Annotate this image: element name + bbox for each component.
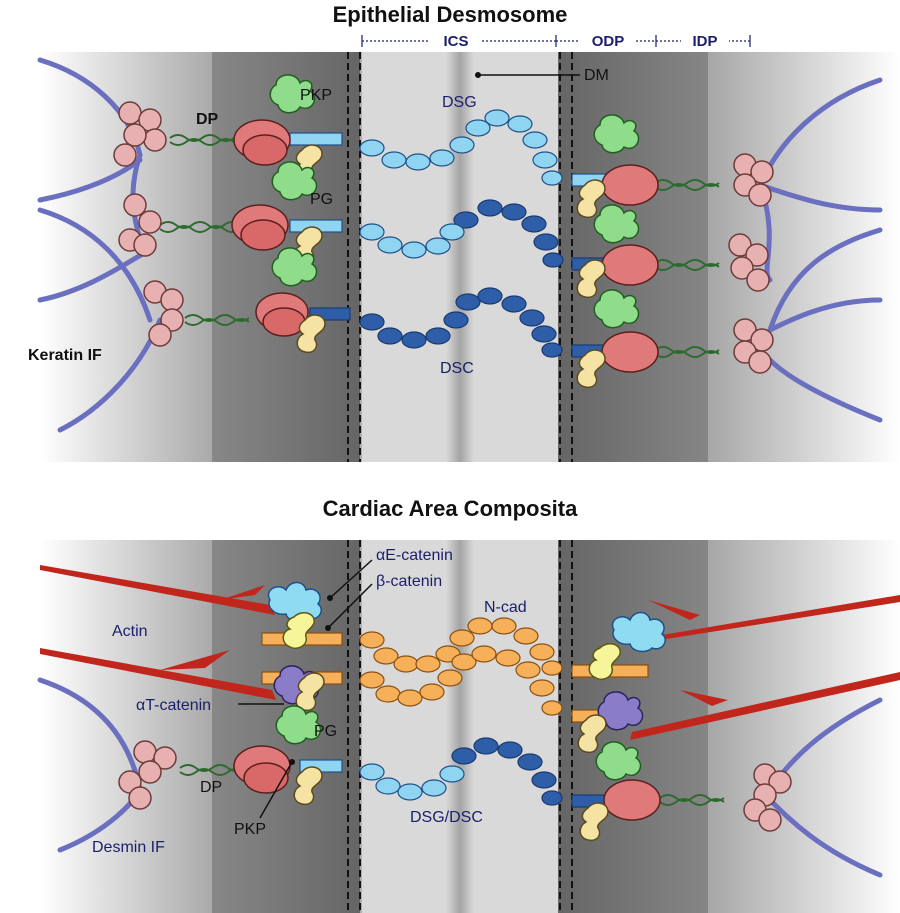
bottom-title: Cardiac Area Composita [323,496,578,521]
keratin-if-label: Keratin IF [28,347,102,364]
leader-lines [238,559,373,819]
dp-label-bottom: DP [200,779,222,796]
dsg-label: DSG [442,94,477,111]
dsc-chain-1 [453,199,564,268]
dp-rods-right [654,179,720,358]
zone-odp-label: ODP [592,33,625,50]
top-dense-midline [446,52,474,462]
zone-ics-label: ICS [443,33,468,50]
bottom-panel: Cardiac Area Composita αE-catenin β-cate… [37,496,900,913]
dsg-cyto-tail [289,132,343,146]
plaque-left-low [255,292,351,354]
ncad-chain-1 [359,617,563,676]
composita-right-plaque [571,611,666,842]
ncad-label: N-cad [484,599,527,616]
dsg-chain-2 [359,223,465,259]
b-catenin-label: β-catenin [376,573,442,590]
actin-filaments [40,565,900,740]
plaque-right-low [571,331,659,389]
dsc-label: DSC [440,360,474,377]
dsg-dsc-label: DSG/DSC [410,809,483,826]
plaque-left-top [233,74,343,201]
zone-idp-label: IDP [692,33,717,50]
pg-label-bottom: PG [314,723,337,740]
actin-label: Actin [112,623,148,640]
ae-catenin-label: αE-catenin [376,547,453,564]
dsc-chain-2 [359,287,563,358]
top-title: Epithelial Desmosome [333,2,568,27]
bottom-dense-midline [446,540,474,913]
pkp-label-bottom: PKP [234,821,266,838]
keratin-beads-left [113,101,184,347]
plaque-right-top [571,114,659,244]
desmin-if-label: Desmin IF [92,839,165,856]
dsg-chain-bottom [359,763,465,801]
keratin-beads-right [728,153,774,374]
top-panel: Epithelial Desmosome ICS ODP IDP DM DSG … [28,2,900,462]
pg-label: PG [310,191,333,208]
plaque-left-mid [231,204,343,287]
ncad-chain-2 [359,645,563,716]
b-catenin-shape [282,612,315,649]
composita-left-plaque [233,581,343,806]
pkp-label: PKP [300,87,332,104]
ae-catenin-shape [267,581,322,623]
dsg-chain-1 [359,109,563,186]
plaque-right-mid [571,244,659,329]
dm-label: DM [584,67,609,84]
pkp-shape [269,74,316,114]
dsc-chain-bottom [451,737,563,806]
dp-label: DP [196,111,219,128]
desmin-beads [118,740,792,832]
at-catenin-label: αT-catenin [136,697,211,714]
bottom-membrane-lines [347,540,573,913]
